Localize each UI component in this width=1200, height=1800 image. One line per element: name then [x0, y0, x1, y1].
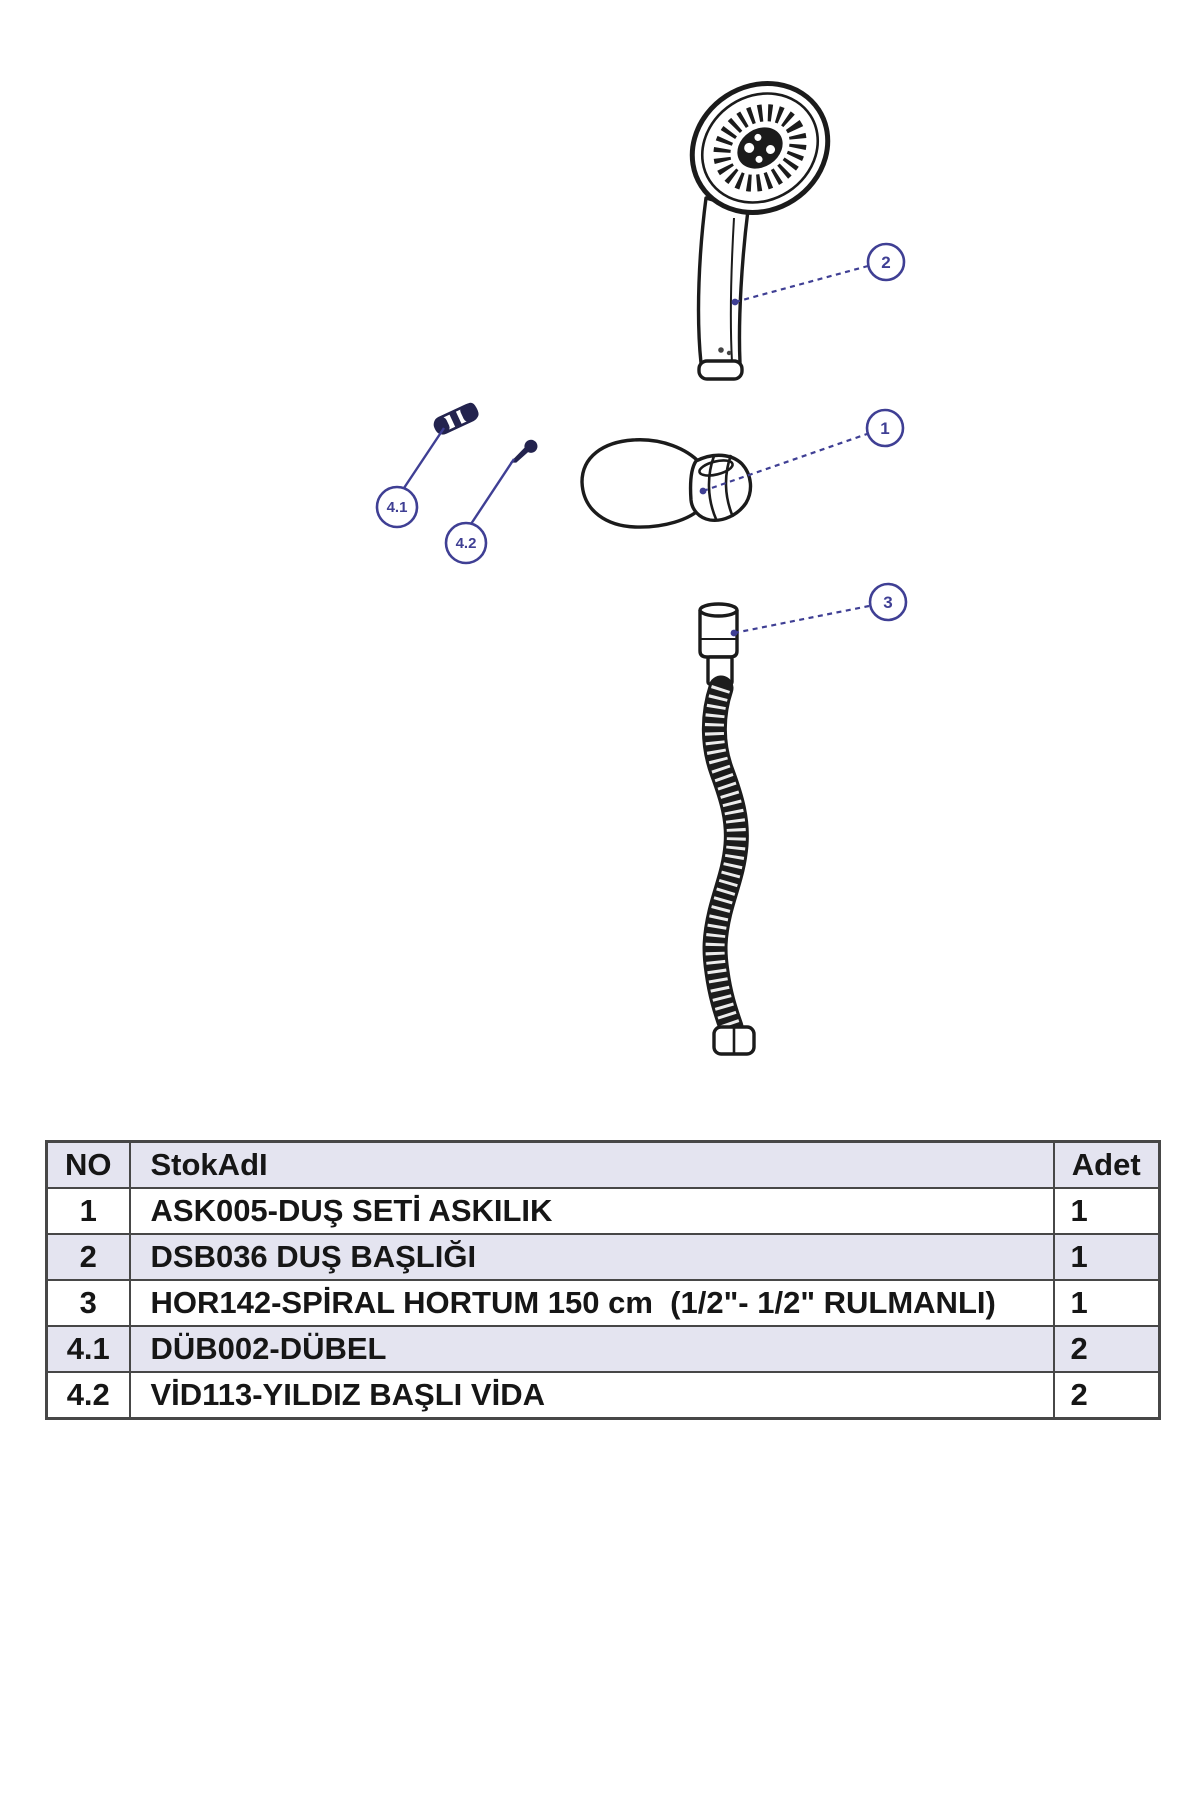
shower-nozzle [755, 155, 763, 163]
cell-stock-name: DÜB002-DÜBEL [128, 1325, 1055, 1373]
parts-table: NO StokAdI Adet 1 ASK005-DUŞ SETİ ASKILI… [45, 1140, 1161, 1420]
callout-circle-2 [866, 242, 906, 282]
shower-face [689, 81, 831, 215]
holder-clamp-ring [698, 459, 734, 477]
cell-no: 3 [45, 1279, 131, 1327]
table-row: 4.2 VİD113-YILDIZ BAŞLI VİDA 2 [45, 1371, 1161, 1420]
cell-qty: 1 [1052, 1233, 1161, 1281]
hose-drawing [698, 602, 756, 1056]
cell-qty: 1 [1052, 1187, 1161, 1235]
leader-lines [403, 264, 870, 637]
shower-nozzle [754, 133, 762, 141]
shower-handle-logo-mark [718, 347, 724, 353]
shower-nozzle [744, 142, 755, 153]
callouts: 2 1 3 4.1 4.2 [375, 242, 908, 622]
callout-label-1: 1 [880, 419, 889, 438]
cell-stock-name: DSB036 DUŞ BAŞLIĞI [128, 1233, 1055, 1281]
screw-shaft [509, 445, 530, 463]
hose-top-connector-rim [698, 602, 739, 618]
shower-handle-endcap [697, 359, 744, 381]
leader-line-2 [734, 264, 869, 304]
cell-no: 2 [45, 1233, 131, 1281]
cell-no: 4.1 [45, 1325, 131, 1373]
cell-qty: 2 [1052, 1371, 1161, 1420]
shower-nozzle [766, 145, 776, 155]
leader-line-3 [733, 604, 870, 635]
callout-circle-4-1 [375, 485, 419, 529]
table-row: 3 HOR142-SPİRAL HORTUM 150 cm (1/2"- 1/2… [45, 1279, 1161, 1327]
col-header-stock-name: StokAdI [128, 1140, 1055, 1189]
shower-head-drawing [689, 81, 831, 381]
callout-circle-4-2 [444, 521, 488, 565]
cell-stock-name: ASK005-DUŞ SETİ ASKILIK [128, 1187, 1055, 1235]
leader-anchor-3 [730, 629, 738, 637]
shower-handle-logo-mark [726, 350, 732, 356]
callout-label-2: 2 [881, 253, 890, 272]
holder-drawing [580, 438, 753, 529]
table-row: 1 ASK005-DUŞ SETİ ASKILIK 1 [45, 1187, 1161, 1235]
callout-circle-3 [868, 582, 908, 622]
table-header-row: NO StokAdI Adet [45, 1140, 1161, 1189]
cell-qty: 2 [1052, 1325, 1161, 1373]
cell-qty: 1 [1052, 1279, 1161, 1327]
col-header-no: NO [45, 1140, 131, 1189]
dowel-head [460, 402, 479, 422]
leader-line-1 [702, 432, 868, 493]
table-row: 4.1 DÜB002-DÜBEL 2 [45, 1325, 1161, 1373]
leader-anchor-2 [731, 298, 739, 306]
table-row: 2 DSB036 DUŞ BAŞLIĞI 1 [45, 1233, 1161, 1281]
callout-label-3: 3 [883, 593, 892, 612]
leader-line-4-1 [403, 427, 445, 489]
shower-face-hub [737, 127, 783, 169]
shower-face-ring-2 [700, 92, 820, 204]
dowel-rib [448, 410, 463, 428]
holder-clamp [688, 453, 753, 523]
col-header-qty: Adet [1052, 1140, 1161, 1189]
callout-label-4-2: 4.2 [456, 535, 477, 552]
shower-face-spoke-ring [713, 104, 807, 192]
leader-line-4-2 [469, 458, 516, 525]
leader-anchor-1 [699, 487, 707, 495]
cell-no: 1 [45, 1187, 131, 1235]
cell-stock-name: HOR142-SPİRAL HORTUM 150 cm (1/2"- 1/2" … [128, 1279, 1055, 1327]
exploded-diagram: 2 1 3 4.1 4.2 [375, 81, 908, 1056]
callout-label-4-1: 4.1 [387, 499, 408, 516]
cell-stock-name: VİD113-YILDIZ BAŞLI VİDA [128, 1371, 1055, 1420]
dowel-end [434, 417, 450, 434]
screw-drawing [509, 439, 538, 463]
callout-circle-1 [865, 408, 905, 448]
shower-handle [696, 196, 750, 365]
cell-no: 4.2 [45, 1371, 131, 1420]
hose-flex-tube-coils [704, 684, 746, 1031]
shower-handle-inner-line [729, 217, 735, 363]
dowel-drawing [433, 402, 479, 435]
